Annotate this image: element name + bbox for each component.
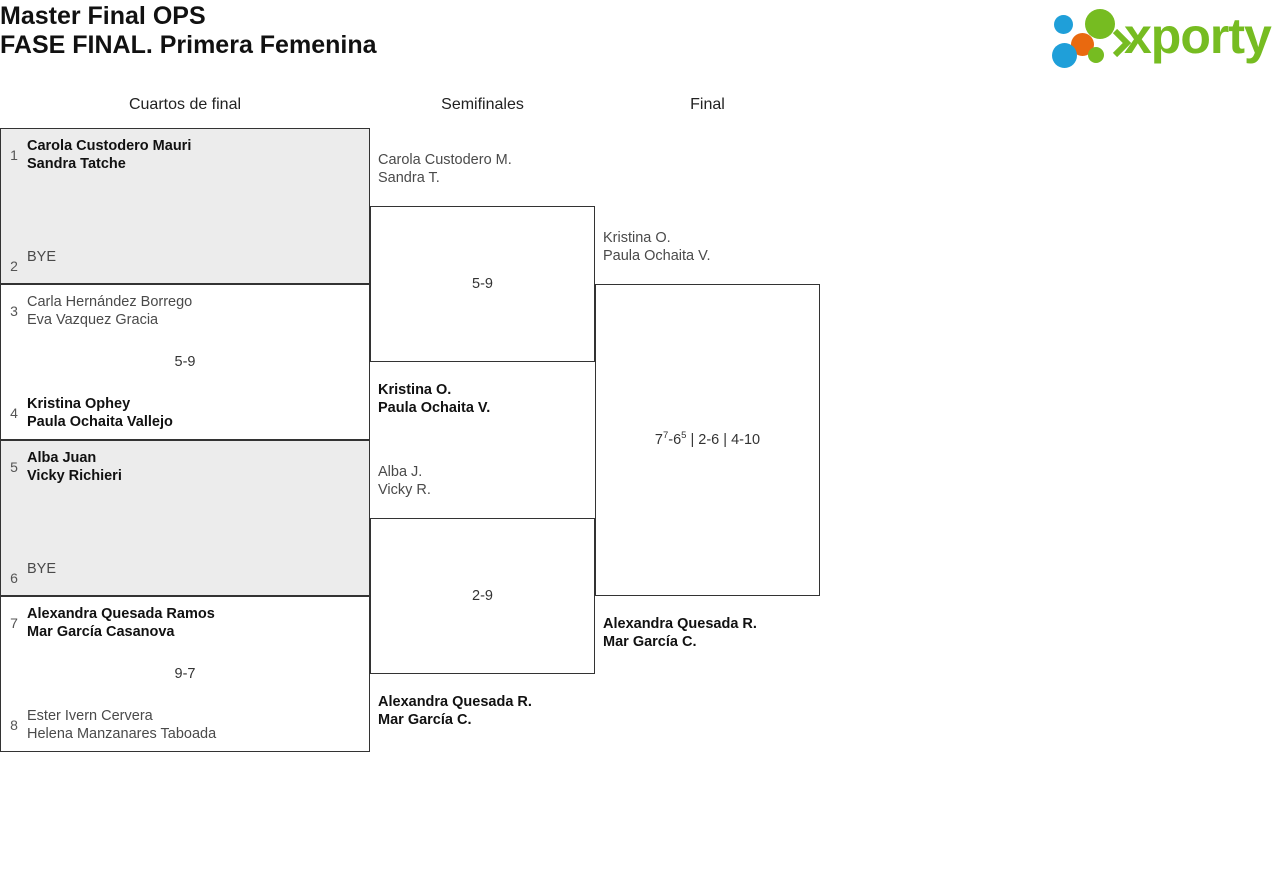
seed-number: 4: [10, 405, 18, 421]
match-final-score: 77-65 | 2-6 | 4-10: [654, 430, 761, 448]
team-names: Carola Custodero Mauri Sandra Tatche: [27, 137, 369, 173]
match-qf-2-score: 5-9: [174, 354, 196, 370]
xporty-logo[interactable]: xporty: [1052, 6, 1274, 68]
column-header-quarterfinals: Cuartos de final: [128, 96, 242, 113]
match-qf-2-team-bottom[interactable]: 4 Kristina Ophey Paula Ochaita Vallejo: [1, 395, 369, 431]
player-name: Eva Vazquez Gracia: [27, 312, 159, 328]
match-qf-1-team-top[interactable]: 1 Carola Custodero Mauri Sandra Tatche: [1, 137, 369, 173]
player-name: Paula Ochaita V.: [378, 400, 491, 416]
title-block: Master Final OPS FASE FINAL. Primera Fem…: [0, 2, 377, 60]
logo-wordmark: xporty: [1124, 8, 1272, 64]
match-sf-1-team-bottom[interactable]: Kristina O. Paula Ochaita V.: [378, 381, 490, 417]
match-qf-4-team-bottom[interactable]: 8 Ester Ivern Cervera Helena Manzanares …: [1, 707, 369, 743]
seed-number: 6: [10, 570, 18, 586]
match-qf-2-team-top[interactable]: 3 Carla Hernández Borrego Eva Vazquez Gr…: [1, 293, 369, 329]
team-names: Alexandra Quesada R. Mar García C.: [378, 693, 532, 729]
tournament-title: Master Final OPS: [0, 2, 206, 30]
team-names: Ester Ivern Cervera Helena Manzanares Ta…: [27, 707, 369, 743]
seed-number: 8: [10, 717, 18, 733]
team-names: Kristina O. Paula Ochaita V.: [603, 229, 710, 265]
seed-number: 2: [10, 258, 18, 274]
player-name: Mar García C.: [378, 712, 472, 728]
player-name: Carla Hernández Borrego: [27, 294, 193, 310]
team-names: Alexandra Quesada R. Mar García C.: [603, 615, 757, 651]
player-name: Mar García C.: [603, 634, 697, 650]
player-name: Alexandra Quesada R.: [603, 616, 757, 632]
player-name: Paula Ochaita Vallejo: [27, 414, 173, 430]
player-name: Sandra T.: [378, 170, 440, 186]
team-names: Alexandra Quesada Ramos Mar García Casan…: [27, 605, 369, 641]
match-sf-2[interactable]: Alba J. Vicky R. Alexandra Quesada R. Ma…: [370, 464, 595, 728]
player-name: Mar García Casanova: [27, 624, 175, 640]
bye-label: BYE: [27, 249, 57, 265]
player-name: Sandra Tatche: [27, 156, 126, 172]
logo-chevron-icon: [1112, 29, 1132, 57]
seed-number: 5: [10, 459, 18, 475]
player-name: Vicky Richieri: [27, 468, 122, 484]
logo-dots-icon: [1052, 7, 1132, 68]
tournament-subtitle: FASE FINAL. Primera Femenina: [0, 31, 377, 59]
match-final[interactable]: Kristina O. Paula Ochaita V. Alexandra Q…: [595, 230, 820, 650]
player-name: Alexandra Quesada R.: [378, 694, 532, 710]
match-qf-4[interactable]: 7 Alexandra Quesada Ramos Mar García Cas…: [0, 596, 370, 752]
match-sf-2-score: 2-9: [472, 588, 493, 604]
team-names: Kristina O. Paula Ochaita V.: [378, 381, 490, 417]
player-name: Alexandra Quesada Ramos: [27, 606, 215, 622]
match-qf-3[interactable]: 5 Alba Juan Vicky Richieri 6 BYE: [0, 440, 370, 596]
player-name: Vicky R.: [378, 482, 431, 498]
player-name: Ester Ivern Cervera: [27, 708, 153, 724]
match-qf-3-team-top[interactable]: 5 Alba Juan Vicky Richieri: [1, 449, 369, 485]
match-qf-1[interactable]: 1 Carola Custodero Mauri Sandra Tatche 2…: [0, 128, 370, 284]
match-qf-2[interactable]: 3 Carla Hernández Borrego Eva Vazquez Gr…: [0, 284, 370, 440]
player-name: Alba Juan: [27, 450, 97, 466]
match-sf-1-score: 5-9: [472, 276, 493, 292]
page-header: Master Final OPS FASE FINAL. Primera Fem…: [0, 0, 1280, 88]
team-names: Carola Custodero M. Sandra T.: [378, 151, 512, 187]
seed-number: 7: [10, 615, 18, 631]
match-sf-1-team-top[interactable]: Carola Custodero M. Sandra T.: [378, 151, 512, 187]
match-final-team-top[interactable]: Kristina O. Paula Ochaita V.: [603, 229, 710, 265]
player-name: Alba J.: [378, 464, 423, 480]
player-name: Kristina O.: [378, 382, 452, 398]
seed-number: 3: [10, 303, 18, 319]
player-name: Kristina O.: [603, 230, 671, 246]
player-name: Paula Ochaita V.: [603, 248, 711, 264]
seed-number: 1: [10, 147, 18, 163]
match-final-team-bottom[interactable]: Alexandra Quesada R. Mar García C.: [603, 615, 757, 651]
team-names: Alba J. Vicky R.: [378, 463, 431, 499]
player-name: Kristina Ophey: [27, 396, 131, 412]
column-header-semifinals: Semifinales: [441, 96, 524, 113]
match-sf-2-team-top[interactable]: Alba J. Vicky R.: [378, 463, 431, 499]
team-names: BYE: [27, 560, 369, 578]
logo-dot-green-small-icon: [1088, 47, 1104, 63]
team-names: Carla Hernández Borrego Eva Vazquez Grac…: [27, 293, 369, 329]
player-name: Carola Custodero Mauri: [27, 138, 192, 154]
team-names: BYE: [27, 248, 369, 266]
player-name: Helena Manzanares Taboada: [27, 726, 217, 742]
match-qf-4-team-top[interactable]: 7 Alexandra Quesada Ramos Mar García Cas…: [1, 605, 369, 641]
match-sf-1[interactable]: Carola Custodero M. Sandra T. Kristina O…: [370, 152, 595, 416]
team-names: Alba Juan Vicky Richieri: [27, 449, 369, 485]
logo-dot-green-large-icon: [1085, 9, 1115, 39]
team-names: Kristina Ophey Paula Ochaita Vallejo: [27, 395, 369, 431]
match-qf-4-score: 9-7: [174, 666, 196, 682]
bye-label: BYE: [27, 561, 57, 577]
match-sf-2-team-bottom[interactable]: Alexandra Quesada R. Mar García C.: [378, 693, 532, 729]
match-qf-3-team-bottom[interactable]: 6 BYE: [1, 560, 369, 587]
match-qf-1-team-bottom[interactable]: 2 BYE: [1, 248, 369, 275]
column-header-final: Final: [690, 96, 725, 113]
logo-dot-blue-small-icon: [1054, 15, 1073, 34]
logo-dot-blue-large-icon: [1052, 43, 1077, 68]
player-name: Carola Custodero M.: [378, 152, 512, 168]
